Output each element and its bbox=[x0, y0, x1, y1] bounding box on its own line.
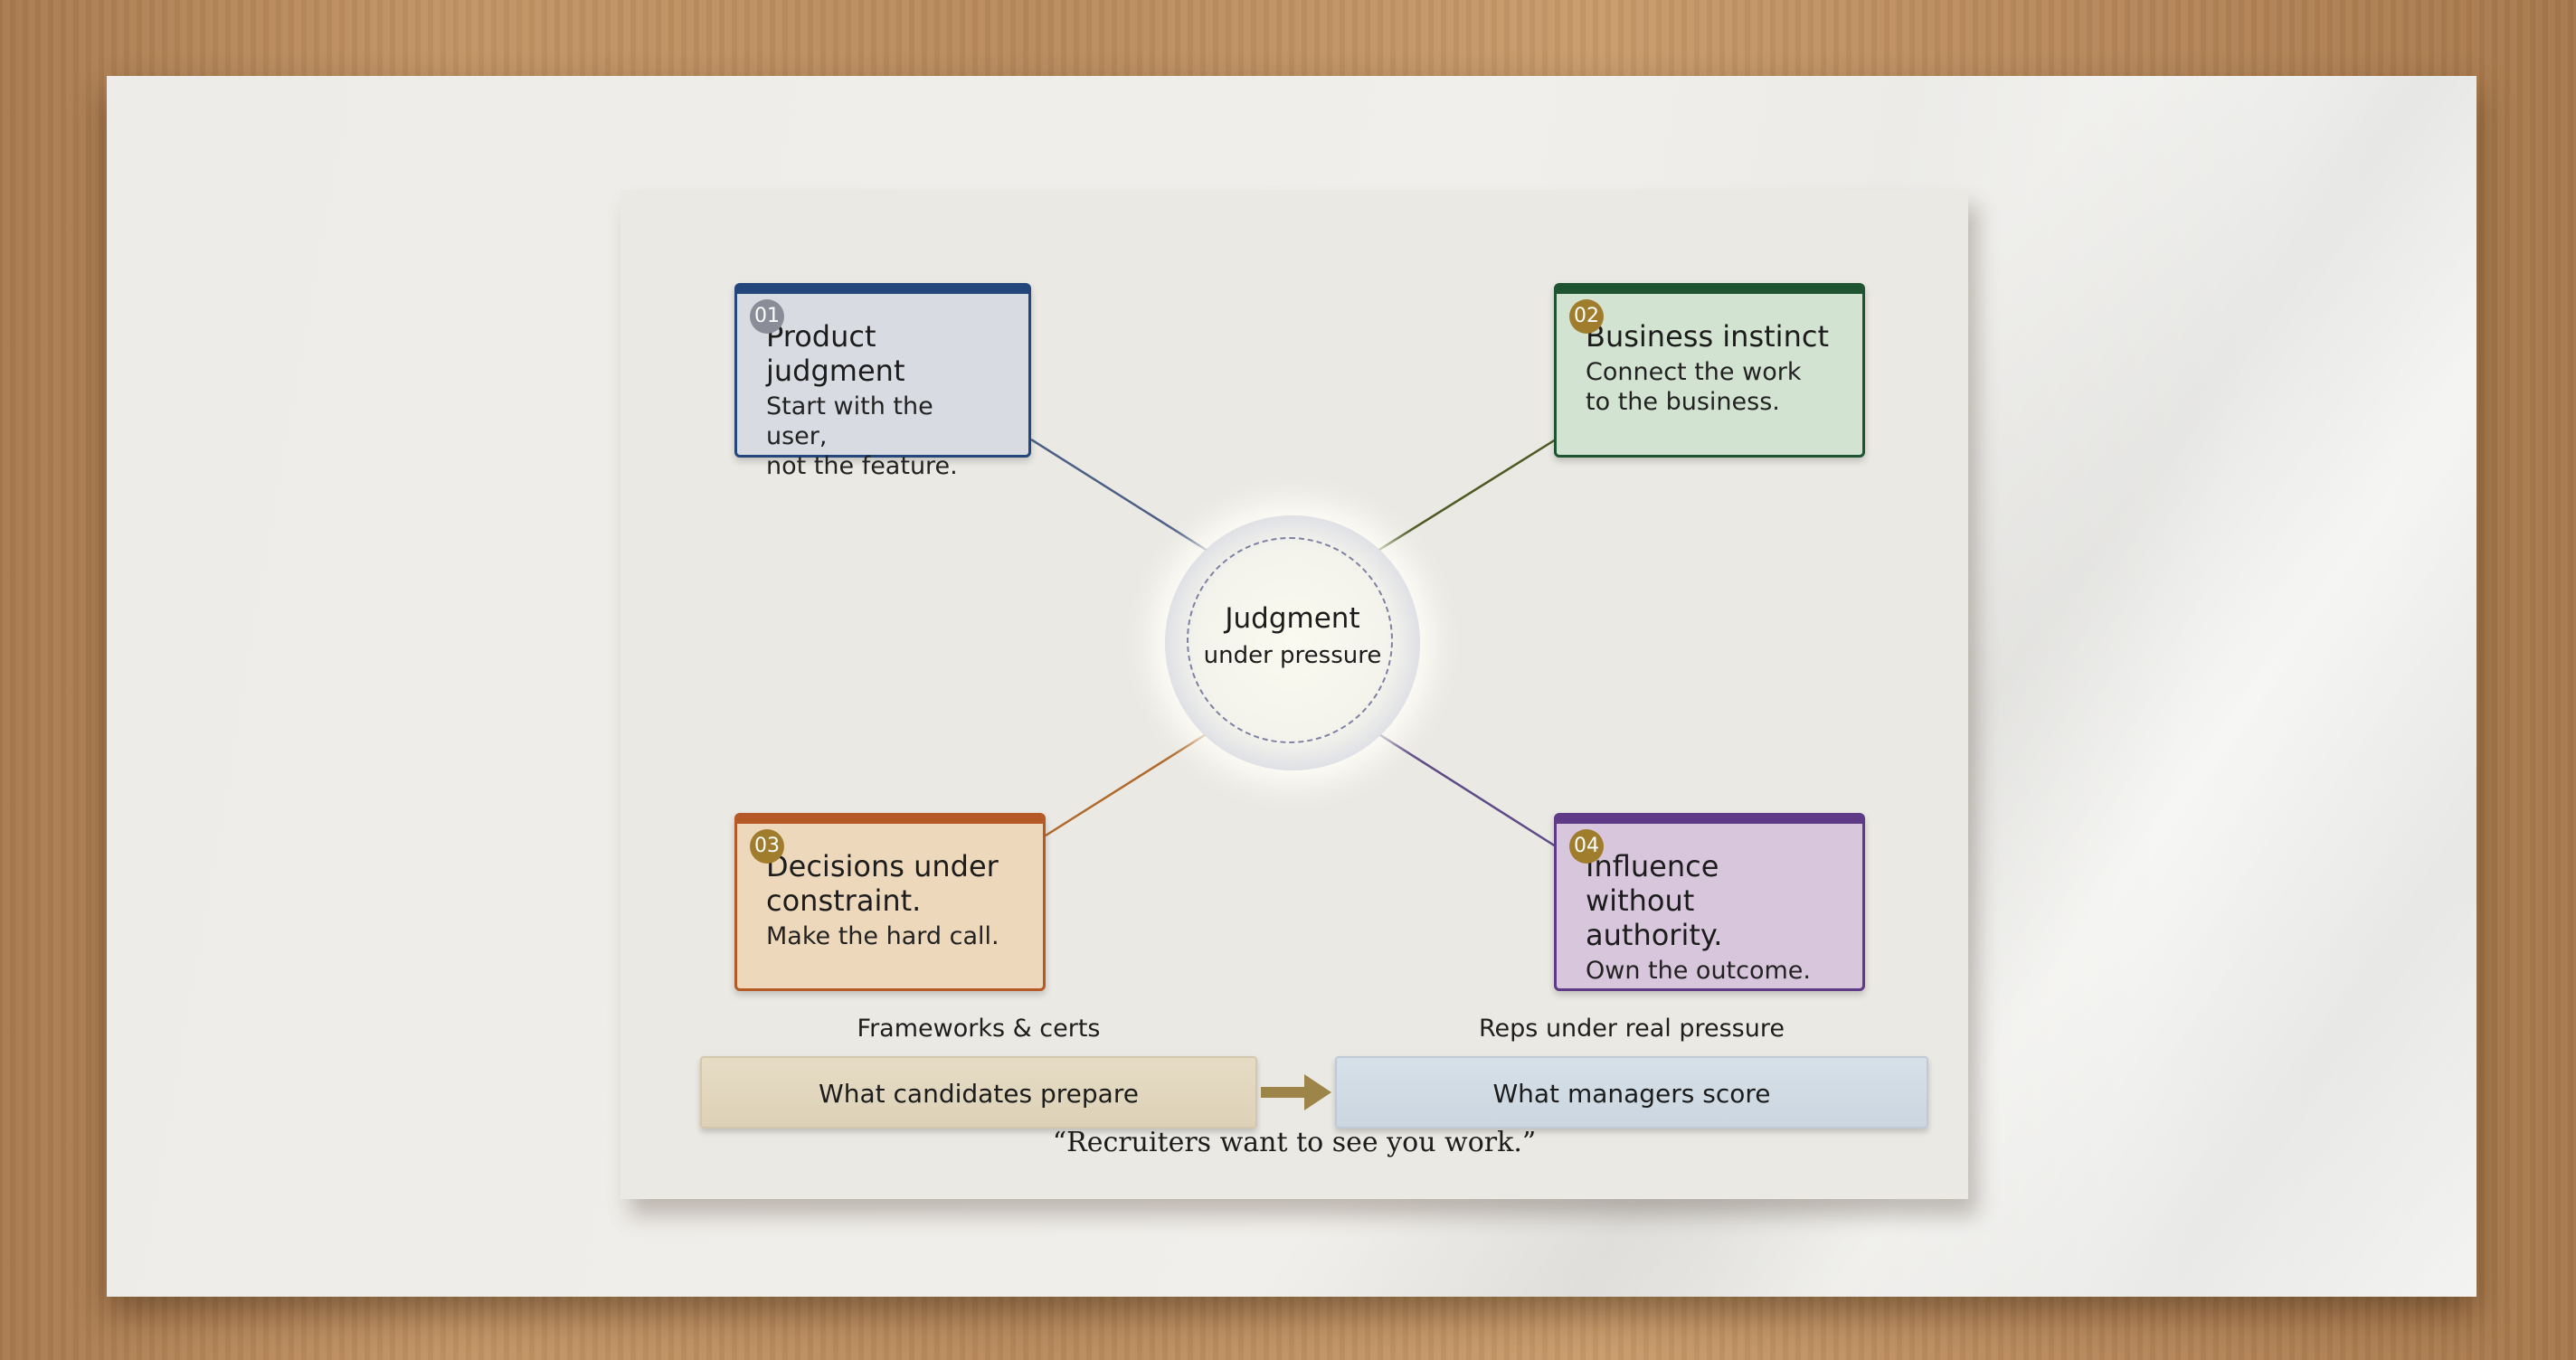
connector-04 bbox=[1367, 725, 1557, 848]
pillar-number-badge: 04 bbox=[1569, 829, 1604, 864]
connector-03 bbox=[1045, 725, 1218, 837]
pillar-title: Decisions under constraint. bbox=[766, 849, 999, 918]
managers-score-box: What managers score bbox=[1335, 1056, 1928, 1129]
pillar-subtitle: Make the hard call. bbox=[766, 922, 999, 950]
pillar-title: Business instinct bbox=[1586, 319, 1829, 354]
hub-dashed-ring bbox=[1187, 537, 1393, 743]
arrow-right-icon bbox=[1261, 1074, 1331, 1110]
right-caption: Reps under real pressure bbox=[1479, 1015, 1785, 1043]
pillar-card-02: 02 Business instinct Connect the work to… bbox=[1554, 283, 1865, 458]
pillar-title: Influence without authority. bbox=[1586, 849, 1723, 952]
hub-subtitle: under pressure bbox=[1203, 642, 1382, 669]
connector-02 bbox=[1367, 438, 1557, 559]
connector-lines bbox=[1030, 438, 1557, 848]
connector-01 bbox=[1030, 438, 1218, 559]
pillar-subtitle: Own the outcome. bbox=[1586, 957, 1811, 985]
pillar-title: Product judgment bbox=[766, 319, 905, 388]
pillar-subtitle: Connect the work to the business. bbox=[1586, 358, 1802, 416]
pillar-card-03: 03 Decisions under constraint. Make the … bbox=[734, 813, 1046, 991]
recruiter-quote: “Recruiters want to see you work.” bbox=[1052, 1127, 1537, 1158]
hub-title: Judgment bbox=[1225, 602, 1360, 635]
pillar-number-badge: 03 bbox=[750, 829, 784, 864]
pillar-number-badge: 02 bbox=[1569, 299, 1604, 334]
left-caption: Frameworks & certs bbox=[857, 1015, 1101, 1043]
center-hub: Judgment under pressure bbox=[1165, 515, 1420, 770]
pillar-number-badge: 01 bbox=[750, 299, 784, 334]
diagram-card: 01 Product judgment Start with the user,… bbox=[620, 190, 1968, 1199]
pillar-card-01: 01 Product judgment Start with the user,… bbox=[734, 283, 1031, 480]
pillar-subtitle: Start with the user, not the feature. bbox=[766, 392, 958, 480]
candidates-prepare-box: What candidates prepare bbox=[700, 1056, 1257, 1129]
pillar-card-04: 04 Influence without authority. Own the … bbox=[1554, 813, 1865, 991]
